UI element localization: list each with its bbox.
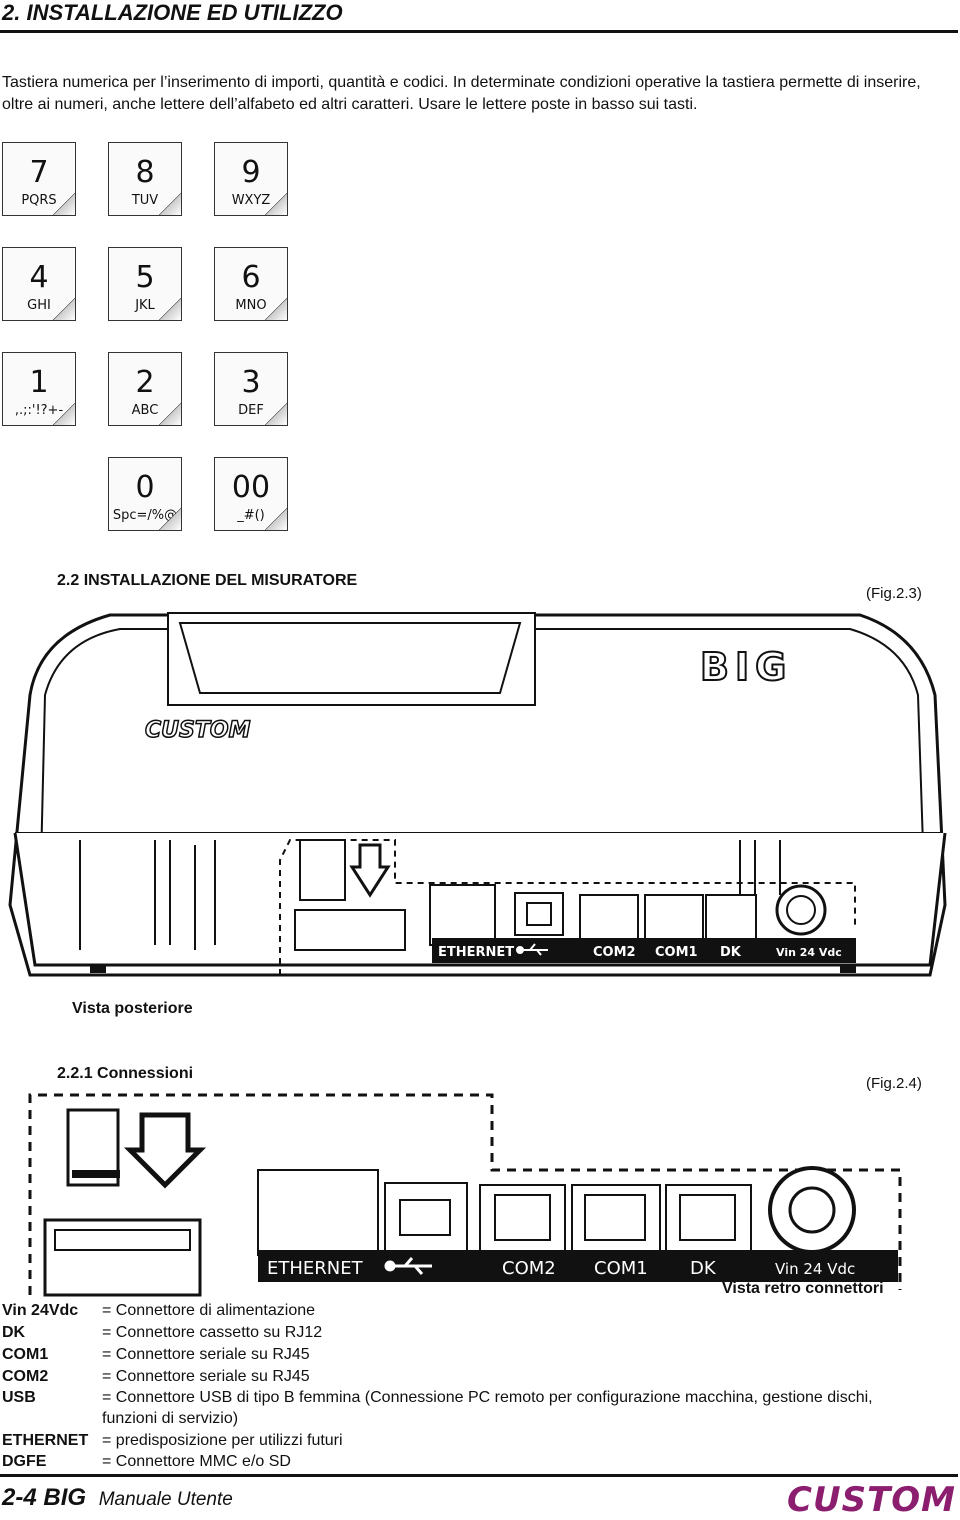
legend-key: DGFE [2, 1453, 47, 1470]
detail-label-vin: Vin 24 Vdc [775, 1260, 855, 1278]
page-title: 2. INSTALLAZIONE ED UTILIZZO [2, 0, 343, 25]
legend-value: = predisposizione per utilizzi futuri [102, 1432, 343, 1449]
big-logo: BIG [700, 645, 792, 689]
port-label-vin: Vin 24 Vdc [776, 946, 842, 959]
legend-row: COM1 = Connettore seriale su RJ45 [2, 1344, 952, 1365]
caption-connectors: Vista retro connettori [722, 1280, 884, 1297]
legend-value: = Connettore MMC e/o SD [102, 1453, 291, 1470]
legend-row: ETHERNET = predisposizione per utilizzi f… [2, 1430, 952, 1451]
legend-key: ETHERNET [2, 1432, 89, 1449]
key-letters: DEF [238, 403, 264, 418]
detail-label-ethernet: ETHERNET [267, 1258, 364, 1279]
key-digit: 6 [241, 260, 261, 295]
key-corner [265, 508, 287, 530]
port-label-com2: COM2 [593, 945, 636, 960]
section-title-2-2: 2.2 INSTALLAZIONE DEL MISURATORE [57, 572, 358, 589]
legend-value: = Connettore seriale su RJ45 [102, 1368, 310, 1385]
key-corner [53, 298, 75, 320]
keypad-key: 00 _#() [214, 457, 288, 531]
key-letters: PQRS [21, 193, 57, 208]
key-corner [53, 403, 75, 425]
port-label-ethernet: ETHERNET [438, 945, 514, 960]
figure-ref-2-4: (Fig.2.4) [866, 1075, 922, 1092]
footer-page: 2-4 BIG Manuale Utente [2, 1484, 233, 1512]
key-letters: WXYZ [231, 193, 271, 208]
key-letters: GHI [27, 298, 51, 313]
detail-label-com2: COM2 [502, 1258, 556, 1279]
key-letters: JKL [135, 298, 155, 313]
key-digit: 4 [29, 260, 49, 295]
key-corner [159, 193, 181, 215]
key-letters: MNO [235, 298, 267, 313]
legend-row: COM2 = Connettore seriale su RJ45 [2, 1366, 952, 1387]
detail-usb-icon [384, 1257, 432, 1275]
legend-row: DK = Connettore cassetto su RJ12 [2, 1322, 952, 1343]
key-corner [265, 403, 287, 425]
key-corner [265, 193, 287, 215]
key-digit: 5 [135, 260, 155, 295]
key-letters: ABC [131, 403, 159, 418]
legend-row: DGFE = Connettore MMC e/o SD [2, 1451, 952, 1472]
legend-key: COM1 [2, 1346, 49, 1363]
custom-logo: CUSTOM [787, 1480, 956, 1520]
port-label-dk: DK [720, 945, 742, 960]
key-digit: 0 [135, 470, 155, 505]
section-title-2-2-1: 2.2.1 Connessioni [57, 1065, 194, 1082]
legend-key: COM2 [2, 1368, 49, 1385]
page-number: 2-4 [2, 1484, 37, 1511]
key-digit: 00 [231, 470, 271, 505]
key-digit: 9 [241, 155, 261, 190]
port-label-com1: COM1 [655, 945, 698, 960]
key-letters: TUV [131, 193, 159, 208]
intro-paragraph: Tastiera numerica per l’inserimento di i… [2, 74, 921, 113]
manual-name: Manuale Utente [98, 1489, 233, 1510]
key-digit: 8 [135, 155, 155, 190]
custom-logo-device: CUSTOM [145, 718, 251, 743]
key-digit: 3 [241, 365, 261, 400]
figure-ref-2-3: (Fig.2.3) [866, 585, 922, 602]
legend-key: DK [2, 1324, 26, 1341]
key-corner [159, 508, 181, 530]
legend-key: Vin 24Vdc [2, 1302, 79, 1319]
printer-rear-view: BIG CUSTOM ETHERNET COM2 COM1 DK Vin 24 … [8, 612, 947, 977]
footer-rule [0, 1474, 958, 1477]
key-corner [159, 298, 181, 320]
key-corner [265, 298, 287, 320]
usb-icon [516, 943, 548, 956]
legend-key: USB [2, 1389, 36, 1406]
legend-value: = Connettore cassetto su RJ12 [102, 1324, 323, 1341]
key-digit: 7 [29, 155, 49, 190]
detail-label-dk: DK [690, 1258, 717, 1279]
legend-value: = Connettore di alimentazione [102, 1302, 316, 1319]
legend-value: = Connettore seriale su RJ45 [102, 1346, 310, 1363]
legend-value: = Connettore USB di tipo B femmina (Conn… [102, 1389, 873, 1427]
connector-detail: ETHERNET COM2 COM1 DK Vin 24 Vdc [28, 1093, 902, 1297]
key-corner [159, 403, 181, 425]
title-rule [0, 30, 958, 33]
product-name: BIG [43, 1484, 87, 1511]
key-digit: 2 [135, 365, 155, 400]
key-digit: 1 [29, 365, 49, 400]
key-corner [53, 193, 75, 215]
detail-label-com1: COM1 [594, 1258, 648, 1279]
keypad-key: 1 ,.;:'!?+- [2, 352, 76, 426]
key-letters: _#() [237, 508, 265, 523]
legend-row: Vin 24Vdc = Connettore di alimentazione [2, 1300, 952, 1321]
legend-row: USB = Connettore USB di tipo B femmina (C… [2, 1387, 952, 1427]
key-letters: ,.;:'!?+- [14, 403, 64, 418]
caption-rear-view: Vista posteriore [72, 1000, 193, 1017]
